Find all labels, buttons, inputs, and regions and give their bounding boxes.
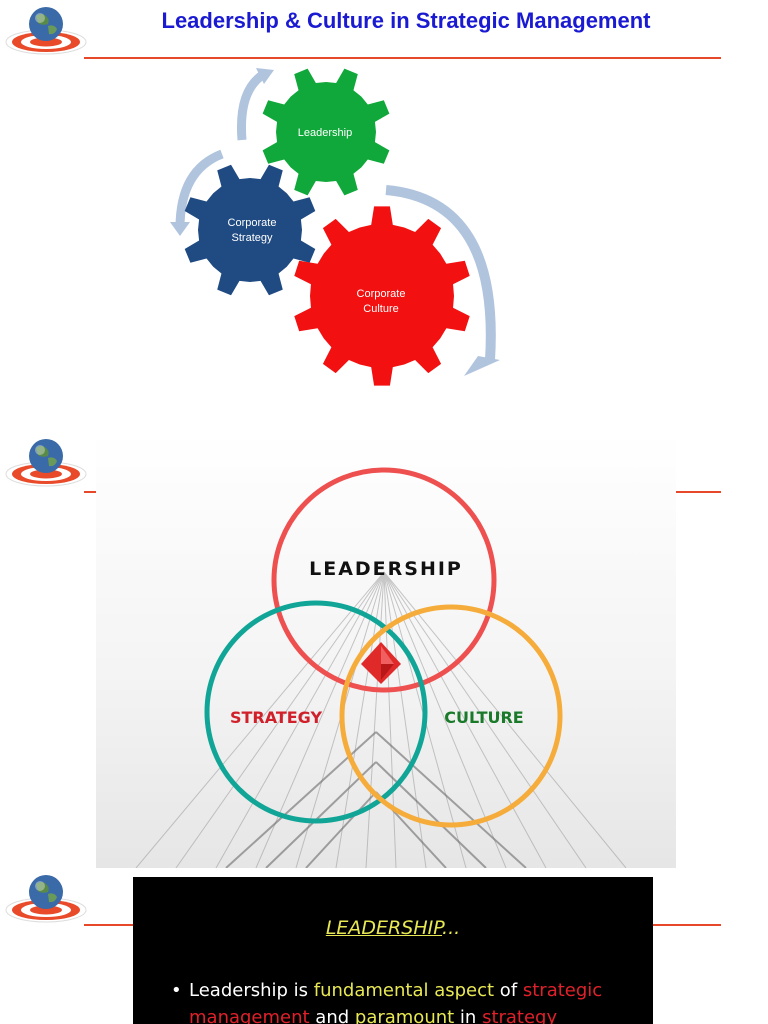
title-underline-left [84,491,96,493]
bullet-highlight-fundamental: fundamental aspect [313,980,495,1001]
globe-target-logo [5,7,87,55]
leadership-heading: LEADERSHIP... [133,917,653,939]
gear-leadership [262,68,390,196]
gear-label-strategy-1: Corporate [228,217,277,229]
building-facade [135,571,627,868]
gear-label-culture-2: Culture [363,303,398,315]
page-title: Leadership & Culture in Strategic Manage… [161,8,651,33]
venn-label-strategy: STRATEGY [230,708,323,727]
cycle-arrow-icon [385,185,496,361]
gear-green-shape [262,68,390,196]
bullet-text-4: in [454,1007,483,1024]
bullet-highlight-paramount: paramount [354,1007,455,1024]
venn-image: LEADERSHIP STRATEGY CULTURE [96,432,676,868]
slide-2 [0,430,768,870]
circle-culture [339,604,563,828]
diamond-icon [361,642,401,684]
bullet-text-2: of [494,980,523,1001]
title-underline-right [672,491,721,493]
venn-label-culture: CULTURE [444,708,523,727]
circle-leadership [271,467,497,693]
cycle-arrow-icon [236,70,267,141]
slide-1: Leadership & Culture in Strategic Manage… [0,0,768,410]
title-underline [84,57,721,59]
gear-label-leadership: Leadership [298,127,352,139]
bullet-text-1: Leadership is [189,980,314,1001]
slide-3 [0,866,768,1024]
gear-corporate-culture [294,206,470,386]
heading-text: LEADERSHIP [325,917,443,939]
cycle-arrow-icon [175,149,224,229]
circle-strategy [204,600,428,824]
globe-target-logo [5,439,87,487]
heading-ellipsis: ... [442,917,461,939]
title-underline-left [84,924,133,926]
bullet-char: • [171,980,182,1001]
gear-label-strategy-2: Strategy [232,232,273,244]
gear-blue-shape [184,164,316,296]
bullet-text-3: and [309,1007,355,1024]
gear-label-culture-1: Corporate [357,288,406,300]
venn-label-leadership: LEADERSHIP [309,558,463,580]
gear-red-shape [294,206,470,386]
globe-target-logo [5,875,87,923]
gears-diagram: Leadership Corporate Strategy Corporate … [170,68,500,386]
title-underline-right [653,924,721,926]
leadership-text-slide: LEADERSHIP... • Leadership is fundamenta… [133,877,653,1024]
gear-corporate-strategy [184,164,316,296]
bullet-highlight-strategy: strategy [482,1007,558,1024]
bullet-item: • Leadership is fundamental aspect of st… [171,977,641,1024]
bullet-highlight-strategic-management: strategic management [189,980,603,1024]
